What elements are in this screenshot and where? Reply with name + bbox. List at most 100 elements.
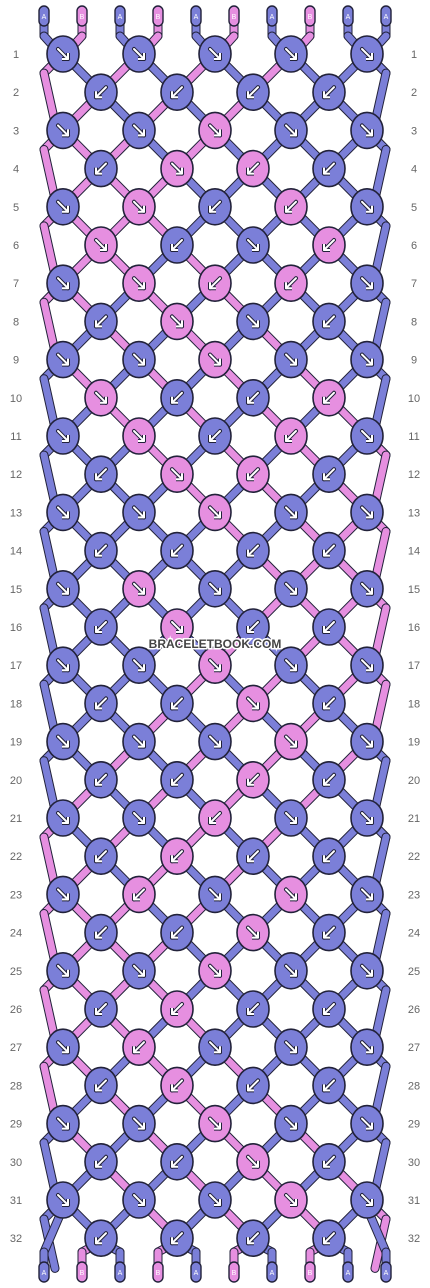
knot-r30-2 — [160, 1143, 194, 1181]
backward-arrow-icon — [133, 888, 145, 901]
backward-arrow-icon — [323, 1079, 335, 1092]
arrow-head — [323, 778, 330, 786]
knot-r7-3 — [198, 264, 232, 303]
arrow-head — [62, 740, 69, 748]
string-pill — [114, 1261, 126, 1283]
arrow-head — [209, 817, 216, 824]
row-number-left: 12 — [10, 469, 22, 481]
backward-arrow-icon — [247, 621, 259, 633]
arrow-head — [62, 1046, 69, 1054]
backward-arrow-icon — [247, 1079, 259, 1092]
string-pill — [76, 5, 88, 27]
knot-r22-4 — [312, 837, 346, 876]
knot-r27-1 — [46, 1028, 80, 1066]
arrow-head — [95, 855, 102, 863]
backward-arrow-icon — [95, 850, 107, 863]
thread-edge-l2-r29 — [40, 1139, 59, 1196]
row-number-left: 20 — [10, 775, 22, 787]
backward-arrow-icon — [209, 277, 221, 290]
arrow-head — [95, 1008, 102, 1015]
row-number-left: 1 — [13, 49, 19, 61]
knot-r26-4 — [312, 990, 346, 1028]
forward-arrow-icon — [285, 888, 297, 901]
knot-r1-4 — [274, 35, 308, 73]
knot-r6-4 — [312, 226, 346, 264]
backward-arrow-icon — [323, 1003, 335, 1015]
forward-arrow-icon — [209, 964, 221, 977]
backward-arrow-icon — [285, 277, 297, 290]
row-number-left: 5 — [13, 202, 19, 214]
knot-r30-3 — [236, 1143, 270, 1181]
string-letter: B — [308, 1270, 313, 1277]
arrow-head — [214, 53, 221, 60]
forward-arrow-icon — [133, 964, 145, 977]
top-string-10: A — [380, 5, 392, 27]
backward-arrow-icon — [247, 544, 259, 557]
arrow-head — [252, 1160, 259, 1168]
arrow-head — [138, 587, 145, 595]
knot-r4-4 — [312, 149, 346, 188]
backward-arrow-icon — [323, 621, 335, 633]
knot-r9-3 — [198, 340, 232, 379]
forward-arrow-icon — [209, 353, 221, 366]
forward-arrow-icon — [285, 659, 297, 672]
knot-r24-1 — [84, 913, 118, 952]
arrow-head — [62, 53, 69, 60]
forward-arrow-icon — [133, 735, 145, 748]
arrow-head — [366, 1199, 373, 1206]
knot-r7-5 — [350, 264, 384, 303]
forward-arrow-icon — [361, 48, 373, 60]
forward-arrow-icon — [133, 200, 145, 213]
backward-arrow-icon — [323, 544, 335, 557]
row-number-left: 29 — [10, 1119, 22, 1131]
knot-r5-3 — [198, 188, 232, 226]
forward-arrow-icon — [133, 1117, 145, 1130]
arrow-head — [214, 587, 221, 595]
string-letter: A — [42, 1270, 47, 1277]
arrow-head — [214, 740, 221, 748]
bottom-string-3: A — [114, 1261, 126, 1283]
knot-r25-1 — [46, 951, 80, 990]
knot-r25-4 — [274, 951, 308, 990]
bottom-string-6: B — [228, 1261, 240, 1283]
arrow-head — [95, 778, 102, 786]
knot-r28-1 — [84, 1066, 118, 1105]
row-number-left: 17 — [10, 660, 22, 672]
knot-r2-2 — [160, 73, 194, 111]
row-number-left: 16 — [10, 622, 22, 634]
arrow-head — [214, 664, 221, 672]
knot-r13-3 — [198, 493, 232, 532]
forward-arrow-icon — [95, 391, 107, 404]
knot-r15-5 — [350, 569, 384, 608]
knot-r31-4 — [274, 1181, 308, 1219]
forward-arrow-icon — [247, 239, 259, 251]
knot-r2-3 — [236, 73, 270, 111]
knot-r18-2 — [160, 684, 194, 723]
row-number-right: 32 — [408, 1233, 420, 1245]
knot-r27-2 — [122, 1028, 156, 1066]
bottom-string-10: A — [380, 1261, 392, 1283]
string-pill — [342, 1261, 354, 1283]
thread-edge-r2-r25 — [371, 986, 390, 1043]
backward-arrow-icon — [95, 1003, 107, 1015]
forward-arrow-icon — [171, 468, 183, 481]
backward-arrow-icon — [323, 1232, 335, 1245]
arrow-head — [247, 626, 254, 633]
row-number-right: 20 — [408, 775, 420, 787]
knot-r15-1 — [46, 569, 80, 608]
knot-r30-1 — [84, 1143, 118, 1181]
knot-r14-1 — [84, 531, 118, 570]
arrow-head — [138, 129, 145, 137]
forward-arrow-icon — [209, 1041, 221, 1054]
arrow-head — [252, 320, 259, 328]
forward-arrow-icon — [361, 1194, 373, 1206]
arrow-head — [290, 740, 297, 748]
forward-arrow-icon — [285, 353, 297, 366]
row-number-left: 21 — [10, 813, 22, 825]
arrow-head — [171, 1084, 178, 1092]
forward-arrow-icon — [57, 659, 69, 672]
watermark: BRACELETBOOK.COM — [149, 637, 282, 651]
row-number-right: 4 — [411, 164, 417, 176]
arrow-head — [171, 702, 178, 710]
